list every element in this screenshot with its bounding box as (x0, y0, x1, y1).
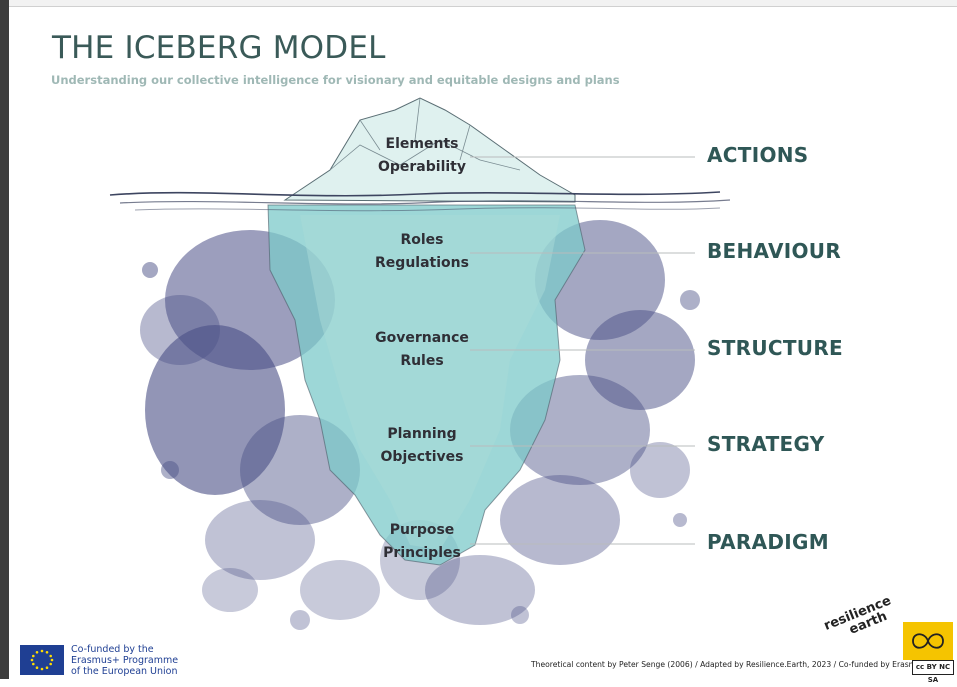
page-subtitle: Understanding our collective intelligenc… (51, 73, 620, 87)
water-line (109, 191, 731, 212)
level-structure: STRUCTURE (707, 336, 844, 360)
connector-lines (470, 156, 695, 545)
label-line: Purpose (389, 522, 455, 538)
top-border (0, 0, 957, 7)
eu-line: Erasmus+ Programme (71, 655, 179, 666)
infinity-logo (903, 622, 953, 660)
label-governance-rules: Governance Rules (352, 327, 492, 373)
level-strategy: STRATEGY (707, 432, 825, 456)
label-roles-regulations: Roles Regulations (352, 229, 492, 275)
level-behaviour: BEHAVIOUR (707, 239, 842, 263)
label-line: Roles (400, 232, 444, 248)
label-line: Principles (383, 545, 461, 561)
iceberg-underwater (267, 204, 586, 566)
left-border (0, 0, 9, 679)
eu-funding-text: Co-funded by the Erasmus+ Programme of t… (71, 644, 178, 677)
eu-flag-logo (20, 645, 64, 675)
credits-text: Theoretical content by Peter Senge (2006… (531, 660, 934, 669)
label-purpose-principles: Purpose Principles (352, 519, 492, 565)
level-paradigm: PARADIGM (707, 530, 829, 554)
label-line: Rules (400, 353, 444, 369)
label-line: Regulations (375, 255, 469, 271)
eu-line: Co-funded by the (71, 644, 154, 655)
label-planning-objectives: Planning Objectives (352, 423, 492, 469)
label-line: Planning (387, 426, 457, 442)
level-actions: ACTIONS (707, 143, 809, 167)
page-title: THE ICEBERG MODEL (52, 30, 386, 66)
label-line: Objectives (380, 449, 464, 465)
label-line: Governance (375, 330, 469, 346)
eu-line: of the European Union (71, 666, 178, 677)
iceberg-tip (283, 97, 576, 203)
cc-license-badge: cc BY NC SA (912, 660, 954, 684)
label-elements-operability: Elements Operability (352, 133, 492, 179)
label-line: Operability (377, 159, 466, 175)
label-line: Elements (385, 136, 459, 152)
